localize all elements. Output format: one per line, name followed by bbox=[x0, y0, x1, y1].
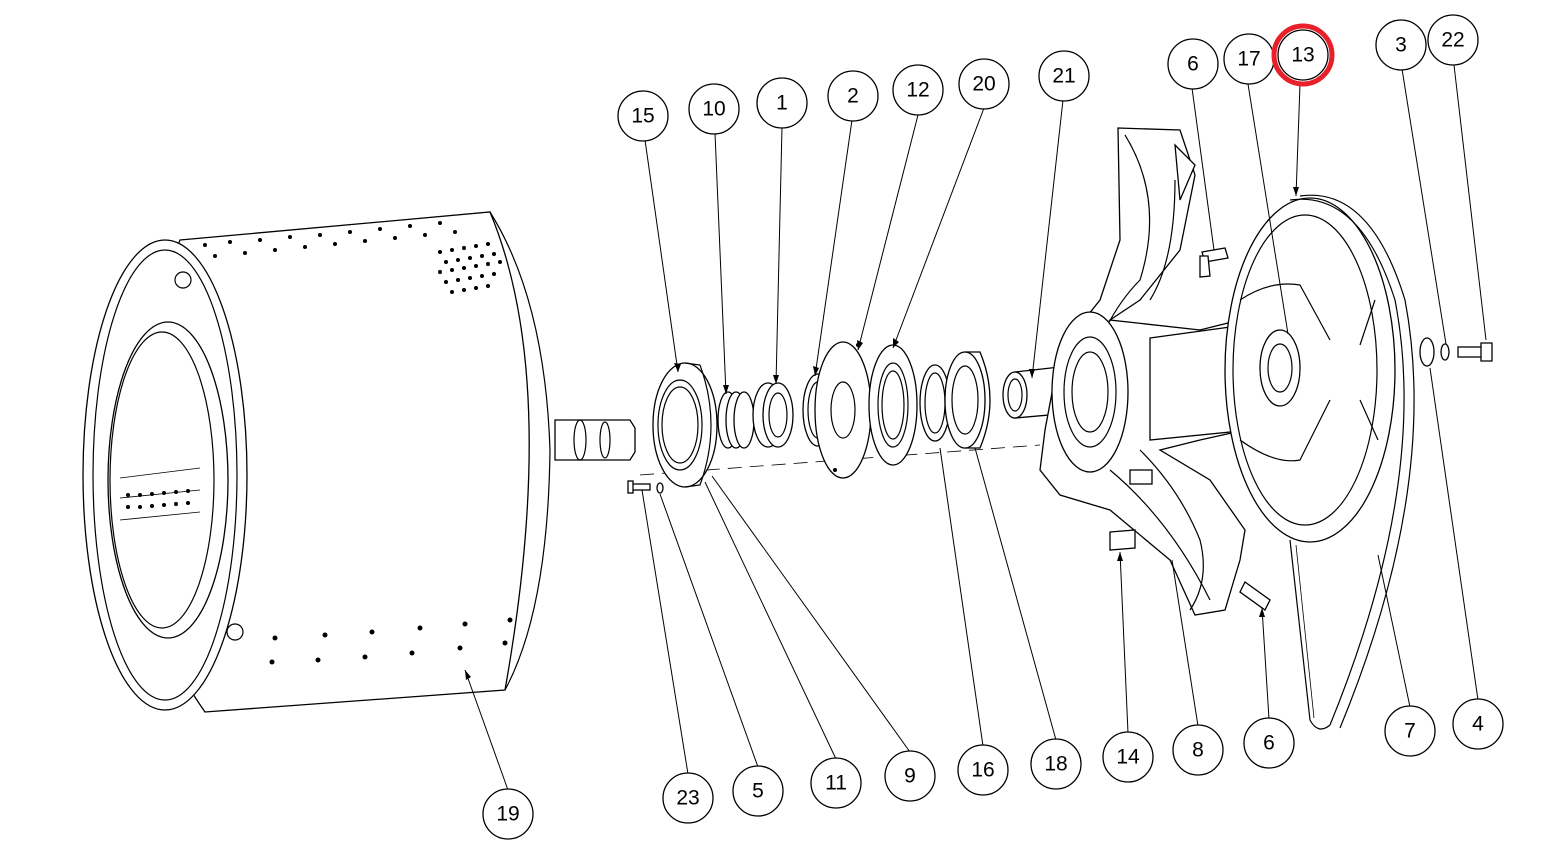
callout-19[interactable]: 19 bbox=[482, 788, 534, 840]
spider-support-part-8 bbox=[1039, 127, 1251, 616]
svg-text:3: 3 bbox=[1395, 34, 1407, 57]
drum-part-19 bbox=[82, 211, 636, 713]
grease-fitting-part-6-top bbox=[1199, 247, 1229, 278]
callout-6-top[interactable]: 6 bbox=[1167, 38, 1219, 90]
callout-6-bottom[interactable]: 6 bbox=[1243, 717, 1295, 769]
svg-text:6: 6 bbox=[1187, 53, 1199, 76]
seal-rings-part-10 bbox=[717, 391, 755, 449]
callout-12[interactable]: 12 bbox=[892, 64, 944, 116]
callout-21[interactable]: 21 bbox=[1038, 50, 1090, 102]
svg-text:5: 5 bbox=[752, 780, 764, 803]
plate-part-12 bbox=[814, 341, 872, 479]
svg-text:15: 15 bbox=[631, 105, 654, 128]
svg-text:22: 22 bbox=[1441, 29, 1464, 52]
callout-4[interactable]: 4 bbox=[1452, 698, 1504, 750]
callout-11[interactable]: 11 bbox=[810, 757, 862, 809]
callout-23[interactable]: 23 bbox=[662, 772, 714, 824]
callout-2[interactable]: 2 bbox=[827, 70, 879, 122]
svg-text:17: 17 bbox=[1237, 48, 1260, 71]
callout-13-highlighted[interactable]: 13 bbox=[1271, 23, 1335, 87]
callout-16[interactable]: 16 bbox=[957, 744, 1009, 796]
callout-3[interactable]: 3 bbox=[1375, 19, 1427, 71]
svg-text:1: 1 bbox=[776, 92, 788, 115]
svg-text:13: 13 bbox=[1291, 44, 1314, 67]
svg-text:11: 11 bbox=[825, 772, 847, 795]
svg-text:4: 4 bbox=[1472, 713, 1484, 736]
svg-text:19: 19 bbox=[496, 803, 519, 826]
callout-20[interactable]: 20 bbox=[958, 58, 1010, 110]
svg-text:6: 6 bbox=[1263, 732, 1275, 755]
svg-text:8: 8 bbox=[1192, 739, 1204, 762]
svg-text:9: 9 bbox=[904, 765, 916, 788]
callout-18[interactable]: 18 bbox=[1030, 738, 1082, 790]
svg-text:18: 18 bbox=[1044, 753, 1067, 776]
grease-fitting-part-6-bottom bbox=[1239, 581, 1271, 611]
callout-14[interactable]: 14 bbox=[1102, 731, 1154, 783]
belt-part-7 bbox=[1289, 194, 1415, 730]
pulley-part-17 bbox=[1224, 197, 1396, 543]
svg-text:10: 10 bbox=[702, 98, 725, 121]
callout-8[interactable]: 8 bbox=[1172, 724, 1224, 776]
washer-part-5 bbox=[656, 482, 664, 494]
bolt-part-22 bbox=[1457, 342, 1493, 362]
callout-22[interactable]: 22 bbox=[1427, 14, 1479, 66]
callout-15[interactable]: 15 bbox=[617, 90, 669, 142]
block-part-14 bbox=[1109, 529, 1136, 551]
callout-17[interactable]: 17 bbox=[1223, 33, 1275, 85]
svg-text:16: 16 bbox=[971, 759, 994, 782]
callout-5[interactable]: 5 bbox=[732, 765, 784, 817]
callout-9[interactable]: 9 bbox=[884, 750, 936, 802]
flange-part-15 bbox=[652, 362, 718, 488]
svg-text:14: 14 bbox=[1116, 746, 1140, 769]
svg-text:2: 2 bbox=[847, 85, 859, 108]
svg-text:20: 20 bbox=[972, 73, 995, 96]
callout-10[interactable]: 10 bbox=[688, 83, 740, 135]
leader-lines bbox=[464, 64, 1487, 791]
svg-text:12: 12 bbox=[906, 79, 929, 102]
bolt-part-23 bbox=[627, 480, 651, 494]
bearing-part-20 bbox=[868, 344, 918, 466]
washer-part-4 bbox=[1419, 337, 1435, 367]
highlight-ring bbox=[1271, 23, 1335, 87]
callout-7[interactable]: 7 bbox=[1384, 705, 1436, 757]
bearing-part-18 bbox=[944, 351, 991, 449]
svg-text:23: 23 bbox=[676, 787, 699, 810]
nut-part-3 bbox=[1440, 343, 1450, 361]
svg-text:7: 7 bbox=[1404, 720, 1416, 743]
svg-text:21: 21 bbox=[1052, 65, 1075, 88]
seal-part-1 bbox=[752, 382, 794, 448]
callout-1[interactable]: 1 bbox=[756, 77, 808, 129]
